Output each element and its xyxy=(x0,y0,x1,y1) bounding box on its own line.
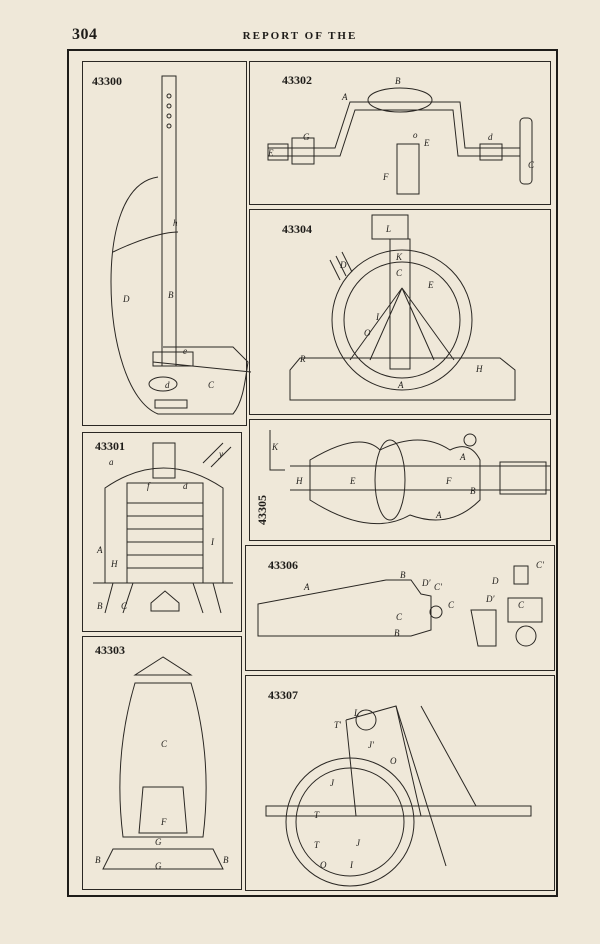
figure-label: F xyxy=(160,817,167,827)
figure-label: d xyxy=(165,380,170,390)
figure-label: T xyxy=(314,810,320,820)
figure-number: 43301 xyxy=(95,439,125,453)
figure-label: A xyxy=(341,92,348,102)
figure-label: B xyxy=(95,855,101,865)
figure-label: C' xyxy=(536,560,545,570)
figure-label: D' xyxy=(421,578,431,588)
figure-label: a xyxy=(109,457,114,467)
figure-panel-43302: 43302 B A G E o E F d C xyxy=(249,61,551,205)
figure-number: 43306 xyxy=(268,558,298,572)
figure-label: L xyxy=(385,224,391,234)
figure-label: o xyxy=(413,130,418,140)
figure-label: H xyxy=(295,476,303,486)
figure-label: G xyxy=(303,132,310,142)
figure-drawing: L T' J' O J T T J O I xyxy=(265,705,532,887)
figure-number: 43307 xyxy=(268,688,298,702)
figure-label: E xyxy=(427,280,434,290)
figure-label: C xyxy=(208,380,215,390)
figure-drawing: B A G E o E F d C xyxy=(267,76,535,195)
figure-label: D xyxy=(491,576,499,586)
figure-label: D' xyxy=(485,594,495,604)
figure-drawing: L D K C E I O R A H xyxy=(289,214,516,401)
figure-label: C xyxy=(121,601,128,611)
figure-label: E xyxy=(267,148,274,158)
figure-label: L xyxy=(353,708,359,718)
figure-panel-43306: 43306 B D' C' A C B C D C' D' C xyxy=(245,545,555,671)
figure-label: I xyxy=(210,537,215,547)
figure-label: A xyxy=(397,380,404,390)
figure-label: B xyxy=(395,76,401,86)
figure-label: J' xyxy=(368,740,375,750)
figure-panel-43304: 43304 L D K C E I O R A H xyxy=(249,209,551,415)
figure-label: h xyxy=(173,218,178,228)
figure-number: 43302 xyxy=(282,73,312,87)
figure-label: K xyxy=(271,442,279,452)
figure-label: F xyxy=(382,172,389,182)
figure-panel-43301: 43301 a y f d A H I B C xyxy=(82,432,242,632)
figure-label: J xyxy=(330,778,335,788)
figure-label: d xyxy=(183,481,188,491)
figure-panel-43303: 43303 C F G B B G xyxy=(82,636,242,890)
figure-label: C' xyxy=(434,582,443,592)
figure-label: D xyxy=(339,260,347,270)
figure-label: C xyxy=(396,268,403,278)
figure-number: 43305 xyxy=(255,495,269,525)
figure-label: C xyxy=(528,160,535,170)
figure-label: y xyxy=(218,449,223,459)
figure-label: O xyxy=(320,860,327,870)
figure-label: C xyxy=(396,612,403,622)
figure-panel-43305: 43305 K A H E F B A xyxy=(249,419,551,541)
figure-label: C xyxy=(448,600,455,610)
figure-label: R xyxy=(299,354,306,364)
page-number: 304 xyxy=(72,26,98,43)
figure-label: O xyxy=(364,328,371,338)
figure-number: 43300 xyxy=(92,74,122,88)
figure-label: K xyxy=(395,252,403,262)
figure-label: e xyxy=(183,346,187,356)
figure-label: A xyxy=(435,510,442,520)
figure-number: 43303 xyxy=(95,643,125,657)
figure-label: T xyxy=(314,840,320,850)
running-head: REPORT OF THE xyxy=(242,30,358,42)
figure-label: B xyxy=(97,601,103,611)
figure-drawing: 43305 K A H E F B A xyxy=(255,430,550,525)
figure-label: H xyxy=(475,364,483,374)
patent-plate: 43300 h D B e d C 43302 xyxy=(67,49,558,897)
figure-panel-43300: 43300 h D B e d C xyxy=(82,61,252,426)
figure-label: F xyxy=(445,476,452,486)
figure-label: E xyxy=(423,138,430,148)
figure-label: C xyxy=(161,739,168,749)
figure-drawing: C F G B B G xyxy=(95,656,229,871)
figure-label: G xyxy=(155,861,162,871)
figure-label: f xyxy=(147,481,151,491)
figure-drawing: a y f d A H I B C xyxy=(93,442,233,614)
figure-label: B xyxy=(470,486,476,496)
figure-label: O xyxy=(390,756,397,766)
figure-panel-43307: 43307 L T' J' O J T T J O I xyxy=(245,675,555,891)
figure-drawing: h D B e d C xyxy=(110,75,252,415)
figure-drawing: B D' C' A C B C D C' D' C xyxy=(257,560,545,647)
figure-label: D xyxy=(122,294,130,304)
figure-label: G xyxy=(155,837,162,847)
figure-label: d xyxy=(488,132,493,142)
figure-label: I xyxy=(349,860,354,870)
figure-label: E xyxy=(349,476,356,486)
figure-label: A xyxy=(96,545,103,555)
figure-label: J xyxy=(356,838,361,848)
figure-label: B xyxy=(394,628,400,638)
figure-label: A xyxy=(459,452,466,462)
figure-label: C xyxy=(518,600,525,610)
figure-label: I xyxy=(375,312,380,322)
figure-number: 43304 xyxy=(282,222,312,236)
figure-label: H xyxy=(110,559,118,569)
figure-label: B xyxy=(168,290,174,300)
figure-label: B xyxy=(400,570,406,580)
figure-label: A xyxy=(303,582,310,592)
figure-label: B xyxy=(223,855,229,865)
figure-label: T' xyxy=(334,720,342,730)
